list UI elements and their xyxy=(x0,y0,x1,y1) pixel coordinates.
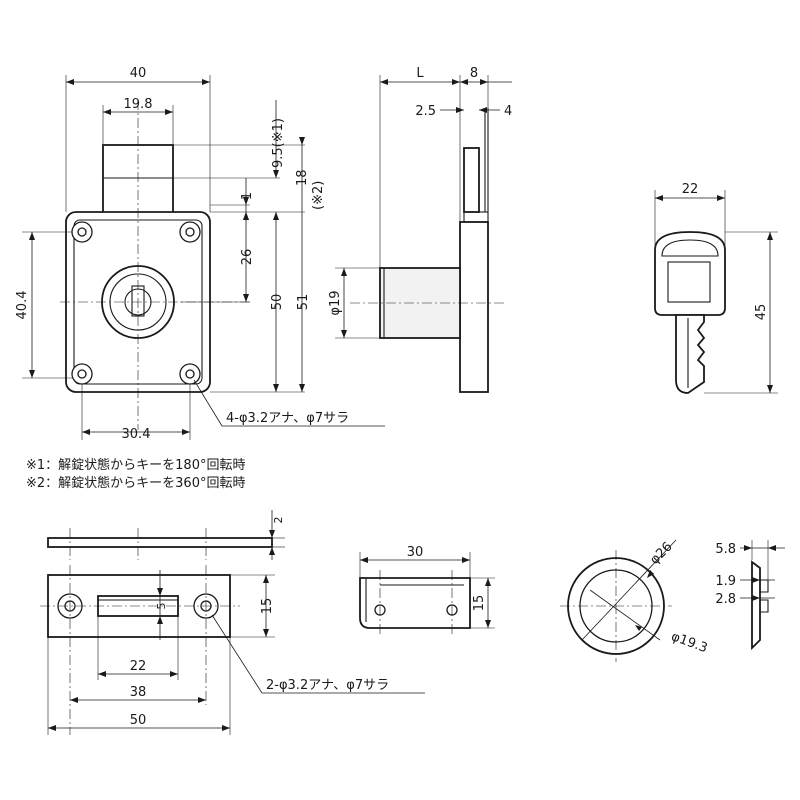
dim-bolt-2-5: 2.5 xyxy=(415,104,436,119)
strike-box-view: 30 15 xyxy=(359,545,495,635)
dim-height-40-4: 40.4 xyxy=(15,291,30,320)
note-2: ※2：解錠状態からキーを360°回転時 xyxy=(26,475,245,491)
dim-escutcheon-outer: φ26 xyxy=(647,539,675,567)
dim-bolt-width: 19.8 xyxy=(124,97,153,112)
dim-flange-8: 8 xyxy=(470,66,478,81)
dim-bolt-4: 4 xyxy=(504,104,512,119)
dim-hole-pitch-30-4: 30.4 xyxy=(122,427,151,442)
dim-escutcheon-step1: 1.9 xyxy=(715,574,736,589)
dim-height-50: 50 xyxy=(270,294,285,311)
dim-box-width: 30 xyxy=(407,545,424,560)
dim-throw-18-note: (※2) xyxy=(311,181,326,210)
front-hole-callout: 4-φ3.2アナ、φ7サラ xyxy=(226,411,349,426)
dim-width-40: 40 xyxy=(130,66,147,81)
side-bolt xyxy=(463,147,480,213)
side-flange xyxy=(459,221,489,393)
dim-slot-height: 5 xyxy=(155,603,168,610)
strike-box xyxy=(359,577,471,629)
dim-escutcheon-depth: 5.8 xyxy=(715,542,736,557)
key-head xyxy=(654,231,726,316)
dim-offset-1: 1 xyxy=(240,192,255,200)
dim-plate-width: 50 xyxy=(130,713,147,728)
plate-hole-callout: 2-φ3.2アナ、φ7サラ xyxy=(266,678,389,693)
dim-cylinder-19: φ19 xyxy=(328,290,343,315)
dim-length-l: L xyxy=(416,66,424,81)
dim-key-height: 45 xyxy=(754,304,769,321)
lock-front-view: 40 19.8 9.5(※1) 18 (※2) 1 26 5 xyxy=(15,66,385,442)
dim-slot-width: 22 xyxy=(130,659,147,674)
strike-plate-edge xyxy=(47,537,273,548)
note-1: ※1：解錠状態からキーを180°回転時 xyxy=(26,457,245,473)
dim-escutcheon-step2: 2.8 xyxy=(715,592,736,607)
strike-plate-view: 2 5 15 22 38 50 xyxy=(40,510,425,735)
dim-box-height: 15 xyxy=(472,595,487,612)
key-blade xyxy=(675,314,706,394)
lock-side-view: L 8 2.5 4 φ19 xyxy=(328,66,512,393)
escutcheon-profile xyxy=(751,560,761,651)
key-view: 22 45 xyxy=(654,182,778,394)
notes: ※1：解錠状態からキーを180°回転時 ※2：解錠状態からキーを360°回転時 xyxy=(26,457,245,491)
dim-plate-height: 15 xyxy=(260,598,275,615)
dim-plate-hole-pitch: 38 xyxy=(130,685,147,700)
dim-throw-18: 18 xyxy=(295,169,310,186)
dim-plate-thickness: 2 xyxy=(272,517,285,524)
escutcheon-view: φ26 φ19.3 5.8 1.9 2.8 xyxy=(560,539,785,662)
dim-escutcheon-inner: φ19.3 xyxy=(669,629,709,656)
dim-key-width: 22 xyxy=(682,182,699,197)
dim-height-51: 51 xyxy=(296,294,311,311)
dim-center-26: 26 xyxy=(240,249,255,266)
dim-throw-9-5: 9.5(※1) xyxy=(271,118,286,168)
